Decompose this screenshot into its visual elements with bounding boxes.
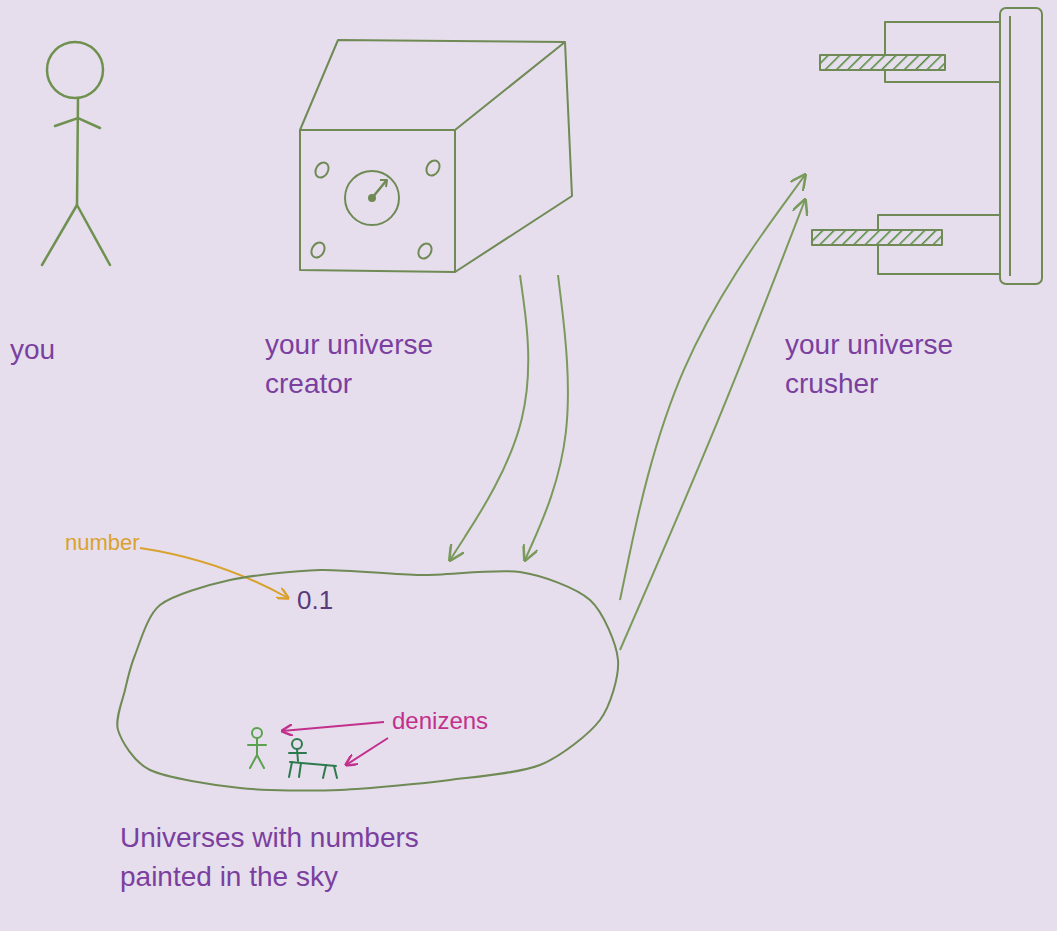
callout-label: number	[65, 528, 175, 559]
curved-arrow	[450, 275, 528, 560]
denizen-figures	[248, 728, 337, 778]
caption-label: Universes with numbers painted in the sk…	[120, 818, 500, 896]
leader-line	[140, 548, 288, 598]
sky-number: 0.1	[297, 582, 387, 618]
device-label: your universe crusher	[785, 325, 1020, 403]
stick-figure	[42, 42, 110, 265]
universe-crusher	[812, 8, 1042, 284]
curved-arrow	[525, 275, 568, 560]
callout-label: denizens	[392, 704, 532, 738]
illustrated-node: you	[35, 38, 117, 270]
person-label: you	[10, 330, 120, 369]
leader-line	[282, 722, 384, 731]
device-label: your universe creator	[265, 325, 515, 403]
curved-arrow	[620, 175, 805, 600]
leader-line	[346, 738, 388, 765]
cloud-outline	[117, 570, 618, 791]
illustrated-node: your universe creator	[295, 33, 575, 275]
illustrated-node: 0.1Universes with numbers painted in the…	[115, 560, 620, 792]
curved-arrow	[620, 200, 805, 650]
universe-creator-box	[300, 40, 572, 272]
illustrated-node: your universe crusher	[805, 8, 1045, 285]
universe-cloud	[115, 560, 620, 792]
